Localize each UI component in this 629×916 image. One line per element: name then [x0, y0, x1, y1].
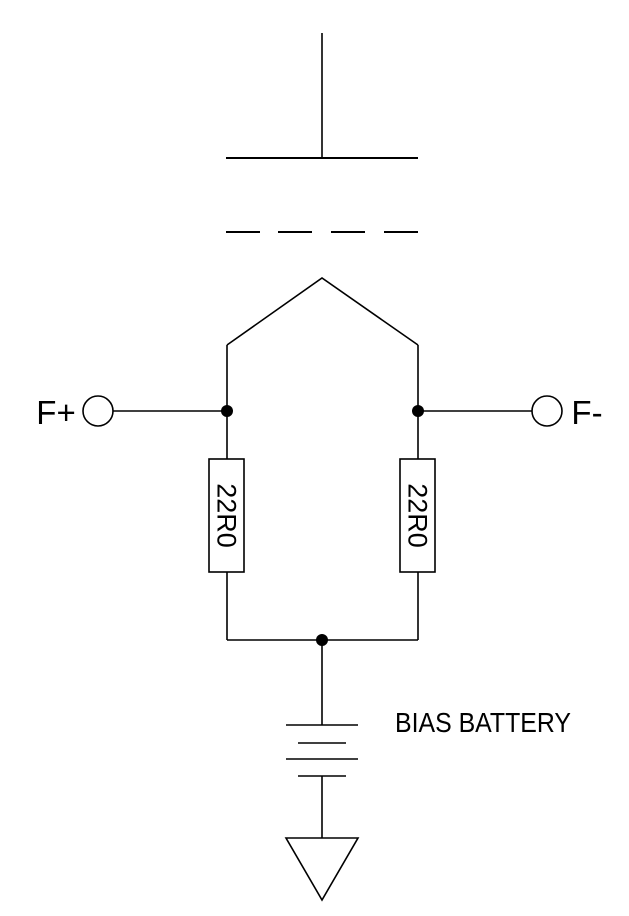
bias-battery — [286, 724, 358, 777]
f-minus-terminal — [531, 395, 563, 427]
tube-filament — [226, 277, 419, 346]
f-plus-terminal — [82, 395, 114, 427]
ground-icon — [284, 837, 360, 902]
tube-plate — [226, 33, 418, 159]
f-plus-label: F+ — [36, 394, 75, 431]
right-resistor-value: 22R0 — [403, 483, 433, 548]
bias-battery-label: BIAS BATTERY — [395, 707, 571, 738]
f-minus-label: F- — [571, 394, 602, 431]
left-resistor-value: 22R0 — [212, 483, 242, 548]
